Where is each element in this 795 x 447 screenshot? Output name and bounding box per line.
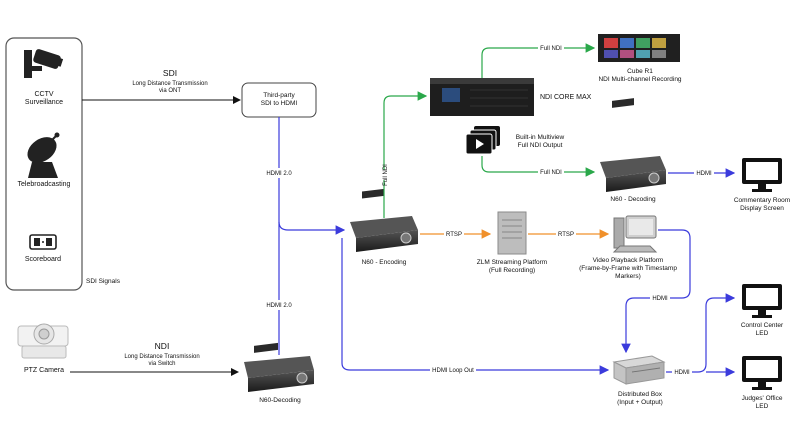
multiview-icon — [465, 126, 500, 155]
scoreboard-icon — [29, 234, 57, 250]
n60-decoding-right-label: N60 - Decoding — [610, 196, 656, 203]
cube-r1-device — [598, 34, 680, 62]
ndi-core-max-device — [430, 78, 534, 116]
rtsp1-label: RTSP — [446, 232, 462, 238]
distributed-box-device — [612, 355, 666, 385]
full-ndi-top-label: Full NDI — [540, 46, 562, 52]
hdmi-to-control-center-line — [666, 293, 736, 373]
dist-box-label: Distributed Box(Input + Output) — [617, 391, 663, 406]
satellite-dish-icon — [27, 132, 60, 178]
rtsp2-label: RTSP — [558, 232, 574, 238]
judges-office-monitor-icon — [742, 356, 782, 390]
hdmi-loop-bg — [650, 293, 670, 303]
full-ndi-top-bg — [538, 43, 564, 53]
rtsp1-bg — [444, 229, 464, 239]
hdmi20-top-label: HDMI 2.0 — [266, 171, 292, 177]
control-center-monitor-icon — [742, 284, 782, 318]
sdi-title: SDI — [163, 68, 177, 78]
rtsp2-bg — [556, 229, 576, 239]
zlm-label: ZLM Streaming Platform(Full Recording) — [477, 259, 547, 274]
hdmi20-bottom-label: HDMI 2.0 — [266, 303, 292, 309]
hdmi-dist-bg — [672, 367, 692, 377]
ndi-title: NDI — [155, 341, 170, 351]
playback-label: Video Playback Platform(Frame-by-Frame w… — [579, 257, 677, 280]
hdmi-right-bg — [694, 168, 714, 178]
cctv-camera-icon — [24, 49, 64, 78]
hdmi-loop-label: HDMI — [652, 296, 668, 302]
scoreboard-label: Scoreboard — [25, 256, 61, 263]
playback-computer-icon — [612, 215, 658, 253]
ptz-camera-label: PTZ Camera — [24, 367, 64, 374]
hdmi20-top-bg — [262, 168, 296, 178]
ptz-camera-icon — [17, 323, 69, 359]
hdmi-loop-out-bg — [430, 365, 476, 375]
sdi-signals-label: SDI Signals — [86, 278, 121, 285]
n60-encoding-device — [350, 188, 418, 252]
full-ndi-left-bg — [374, 170, 394, 180]
full-ndi-to-core-line — [383, 91, 428, 218]
zlm-server-icon — [497, 211, 527, 255]
hdmi-loop-out-line — [341, 238, 610, 375]
hdmi-loop-out-label: HDMI Loop Out — [432, 368, 474, 374]
full-ndi-mid-label: Full NDI — [540, 170, 562, 176]
source-group-box — [5, 37, 83, 291]
full-ndi-mid-bg — [538, 167, 564, 177]
ndi-core-max-label: NDI CORE MAX — [540, 94, 592, 101]
full-ndi-left-label: Full NDI — [383, 164, 389, 186]
n60-decoding-left-label: N60-Decoding — [259, 397, 301, 404]
hdmi20-bottom-bg — [262, 300, 296, 310]
hdmi-dist-label: HDMI — [674, 370, 690, 376]
hdmi-to-encoder-line — [278, 221, 346, 235]
hdmi-playback-to-dist-line — [621, 229, 691, 354]
hdmi-right-label: HDMI — [696, 171, 712, 177]
full-ndi-to-decoder-line — [481, 156, 596, 177]
full-ndi-to-cube-line — [481, 43, 596, 78]
n60-decoding-left-device — [244, 342, 314, 392]
n60-encoding-label: N60 - Encoding — [362, 259, 407, 266]
n60-decoding-right-device — [600, 98, 666, 192]
commentary-monitor-icon — [742, 158, 782, 192]
telebroadcasting-label: Telebroadcasting — [18, 181, 71, 188]
